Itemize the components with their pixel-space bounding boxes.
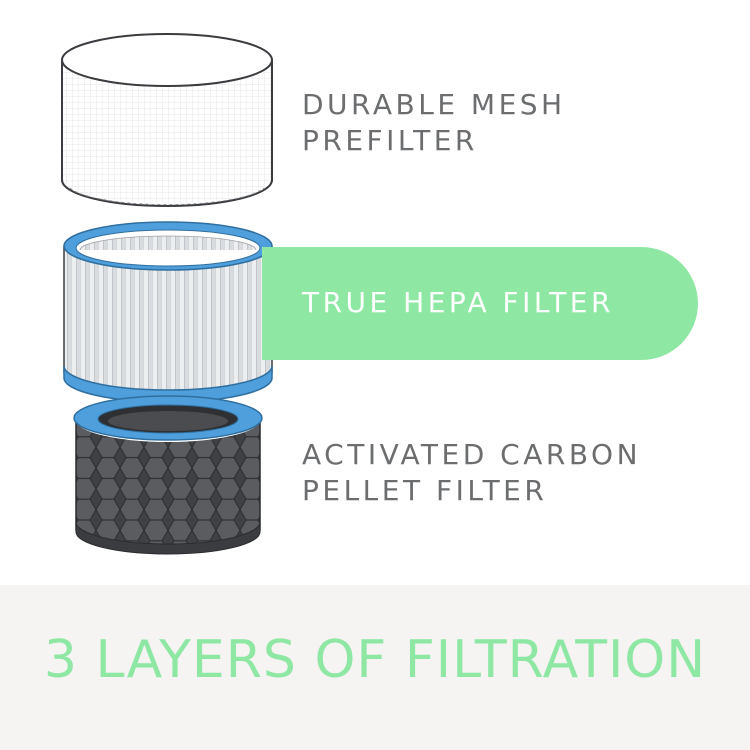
hepa-filter-illustration	[63, 221, 273, 403]
mesh-prefilter-label: DURABLE MESH PREFILTER	[302, 87, 722, 159]
footer-band	[0, 585, 750, 750]
mesh-label-line2: PREFILTER	[302, 124, 478, 157]
hepa-highlight-band	[262, 247, 698, 360]
carbon-filter-label: ACTIVATED CARBON PELLET FILTER	[302, 437, 742, 509]
hepa-filter-label: TRUE HEPA FILTER	[302, 286, 614, 319]
footer-title: 3 LAYERS OF FILTRATION	[43, 630, 707, 690]
mesh-label-line1: DURABLE MESH	[302, 88, 566, 121]
carbon-label-line1: ACTIVATED CARBON	[302, 438, 642, 471]
mesh-prefilter-illustration	[61, 33, 273, 207]
carbon-filter-illustration	[73, 395, 263, 555]
carbon-label-line2: PELLET FILTER	[302, 474, 548, 507]
